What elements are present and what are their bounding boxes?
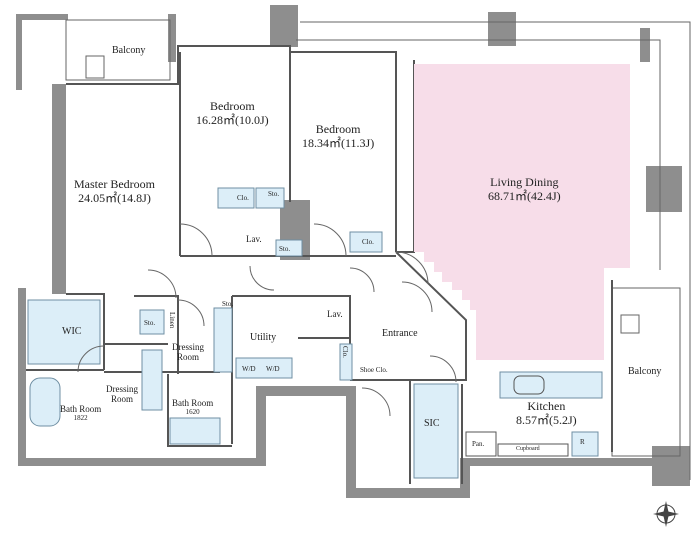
bath-room-1-name: Bath Room xyxy=(60,404,102,414)
storage-2-label: Sto. xyxy=(279,245,291,253)
utility-label: Utility xyxy=(250,332,277,343)
storage-1-label: Sto. xyxy=(268,190,280,198)
dressing-room-2-line1: Dressing xyxy=(106,384,138,394)
washer-dryer-1-label: W/D xyxy=(242,365,256,373)
master-bedroom-name: Master Bedroom xyxy=(74,177,155,191)
bedroom-1-name: Bedroom xyxy=(210,99,255,113)
master-bedroom-label: Master Bedroom 24.05㎡(14.8J) xyxy=(74,177,155,206)
storage-3-label: Sto. xyxy=(144,319,156,327)
bath-room-1-label: Bath Room 1822 xyxy=(60,404,101,422)
wic-label: WIC xyxy=(62,326,82,337)
cupboard-label: Cupboard xyxy=(516,446,540,452)
shoe-closet-label: Shoe Clo. xyxy=(360,366,388,374)
master-bedroom-area: 24.05㎡(14.8J) xyxy=(78,190,151,205)
kitchen-fixtures xyxy=(465,375,569,457)
balcony-outlines xyxy=(65,19,691,480)
closet-2-label: Clo. xyxy=(362,238,374,246)
kitchen-name: Kitchen xyxy=(527,399,566,413)
sic-label: SIC xyxy=(424,418,440,429)
balcony-right-label: Balcony xyxy=(628,366,662,377)
bath-room-1-size: 1822 xyxy=(73,414,88,423)
storage-4-label: Sto. xyxy=(222,300,234,308)
refrigerator-label: R xyxy=(580,438,585,446)
bedroom-2-label: Bedroom 18.34㎡(11.3J) xyxy=(302,122,375,151)
washer-dryer-2-label: W/D xyxy=(266,365,280,373)
lav-2-label: Lav. xyxy=(327,309,343,319)
linen-label: Linen xyxy=(168,312,177,329)
living-dining-name: Living Dining xyxy=(490,175,559,189)
dressing-room-2-line2: Room xyxy=(110,394,133,405)
closet-3-label: Clo. xyxy=(341,346,350,358)
living-dining-label: Living Dining 68.71㎡(42.4J) xyxy=(488,175,561,204)
pantry-label: Pan. xyxy=(472,440,485,448)
bath-room-2-size: 1620 xyxy=(185,408,200,417)
kitchen-area: 8.57㎡(5.2J) xyxy=(516,412,577,427)
kitchen-label: Kitchen 8.57㎡(5.2J) xyxy=(516,399,577,428)
lav-1-label: Lav. xyxy=(246,234,262,244)
dressing-room-1-line1: Dressing xyxy=(172,342,204,352)
door-swings xyxy=(77,223,457,417)
dressing-room-1-line2: Room xyxy=(176,352,199,363)
balcony-top-label: Balcony xyxy=(112,45,146,56)
closet-1-label: Clo. xyxy=(237,194,249,202)
living-dining-area: 68.71㎡(42.4J) xyxy=(488,188,561,203)
bath-room-2-name: Bath Room xyxy=(172,398,214,408)
living-dining-area xyxy=(414,64,630,360)
bedroom-1-label: Bedroom 16.28㎡(10.0J) xyxy=(196,99,269,128)
dressing-room-2-label: Dressing Room xyxy=(106,384,138,405)
bedroom-2-area: 18.34㎡(11.3J) xyxy=(302,135,375,150)
dressing-room-1-label: Dressing Room xyxy=(172,342,204,363)
bedroom-2-name: Bedroom xyxy=(315,122,361,136)
compass-rose-icon xyxy=(653,501,679,527)
bath-room-2-label: Bath Room 1620 xyxy=(172,398,213,416)
entrance-label: Entrance xyxy=(382,328,418,339)
bedroom-1-area: 16.28㎡(10.0J) xyxy=(196,112,269,127)
